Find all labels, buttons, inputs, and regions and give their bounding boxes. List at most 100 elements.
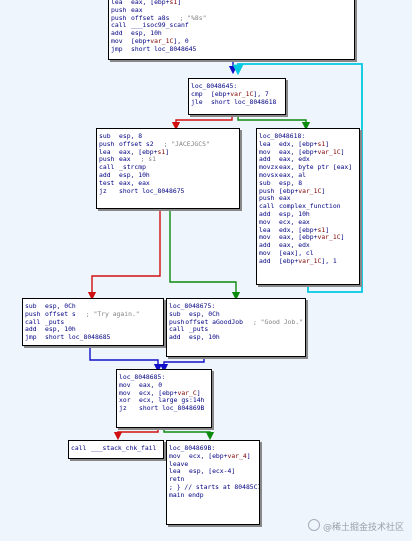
operands: [ebp+var_1C], 0 [131, 36, 189, 46]
instruction-line[interactable]: sub esp, 0Ch [25, 302, 161, 311]
mnemonic: mov [259, 147, 271, 156]
stack-variable[interactable]: var_C [177, 388, 197, 397]
stack-variable[interactable]: var_1C [298, 186, 322, 195]
instruction-line[interactable]: leave [169, 460, 257, 469]
instruction-line[interactable]: sub esp, 8 [99, 132, 237, 141]
mnemonic: retn [169, 475, 185, 484]
operand-text: eax, [ebp+ [131, 0, 170, 6]
instruction-line[interactable]: call_strcmp [99, 163, 237, 172]
operands: eax, byte ptr [eax] [279, 163, 352, 172]
mnemonic: add [259, 155, 271, 164]
instruction-line[interactable]: add[ebp+var_1C], 1 [259, 256, 357, 266]
stack-variable[interactable]: var_1C [230, 89, 254, 98]
operand-text: ], 7 [253, 89, 269, 98]
instruction-line[interactable]: call___isoc99_scanf [111, 21, 352, 30]
instruction-line[interactable]: ; } // starts at 80485C7 [169, 483, 259, 492]
stack-variable[interactable]: var_1C [317, 233, 341, 242]
mnemonic: movzx [259, 163, 279, 172]
stack-variable[interactable]: s1 [317, 139, 326, 148]
stack-variable[interactable]: s1 [157, 147, 166, 156]
stack-variable[interactable]: s1 [317, 225, 326, 234]
instruction-line[interactable]: mov[eax], cl [259, 249, 357, 258]
block-label[interactable]: loc_8048675: [169, 302, 216, 310]
stack-variable[interactable]: s1 [169, 0, 178, 6]
instruction-line[interactable]: push[ebp+var_1C] [259, 186, 357, 196]
instruction-line[interactable]: retn [169, 475, 257, 484]
stack-variable[interactable]: var_1C [150, 36, 174, 45]
edge-loop-exit [171, 115, 233, 131]
mnemonic: sub [25, 302, 37, 310]
block-label[interactable]: loc_8048685: [119, 373, 166, 381]
mnemonic: test [99, 178, 115, 187]
mnemonic: add [25, 325, 37, 334]
instruction-line[interactable]: cmp[ebp+var_1C], 7 [191, 89, 283, 99]
edge-loop-back [232, 63, 363, 293]
operands: esp, 8 [119, 132, 142, 141]
instruction-line[interactable]: mov[ebp+var_1C], 0 [111, 36, 352, 46]
block-stack-fail[interactable]: call___stack_chk_fail [68, 440, 164, 459]
stack-variable[interactable]: var_4 [227, 451, 247, 460]
operand-text: esp, 10h [119, 170, 150, 179]
block-label[interactable]: loc_804869B: [169, 444, 216, 452]
operands: eax, edx [279, 241, 310, 250]
stack-variable[interactable]: var_1C [298, 256, 322, 265]
stack-variable[interactable]: var_1C [317, 147, 341, 156]
instruction-line[interactable]: call_puts [169, 325, 303, 334]
instruction-line[interactable]: main endp [169, 491, 257, 500]
operand-text: offset a8s [131, 13, 170, 22]
comment: ; "Good Job." [252, 317, 303, 326]
block-label[interactable]: loc_8048645: [191, 82, 238, 90]
block-label[interactable]: loc_8048618: [259, 132, 306, 140]
mnemonic: sub [99, 132, 111, 140]
instruction-line[interactable]: call___stack_chk_fail [71, 444, 161, 453]
instruction-line[interactable]: call_puts [25, 318, 161, 327]
operand-text: short loc_8048675 [119, 186, 185, 195]
operand-text: esp, 0Ch [45, 302, 76, 310]
